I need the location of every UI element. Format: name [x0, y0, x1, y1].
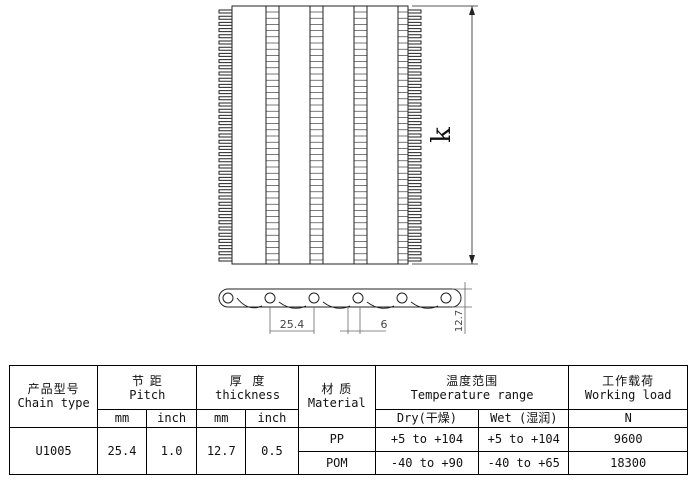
pitch-mm-unit: mm [97, 409, 147, 428]
thickness-header: 厚 度 thickness [196, 364, 299, 411]
wet-subheader: Wet (湿润) [478, 409, 570, 428]
temperature-header: 温度范围 Temperature range [374, 364, 570, 411]
pom-working-load: 18300 [568, 450, 688, 476]
chain-side-view [218, 288, 462, 309]
pitch-dim-label: 25.4 [280, 318, 305, 331]
gap-dimension [340, 307, 386, 334]
pom-wet-range: -40 to +65 [478, 450, 570, 476]
chain-type-value: U1005 [8, 426, 99, 476]
thickness-dim-label: 12.7 [454, 310, 465, 332]
pitch-dimension [269, 307, 315, 334]
pitch-inch-unit: inch [145, 409, 198, 428]
thickness-mm-unit: mm [196, 409, 247, 428]
k-label: k [427, 127, 457, 143]
load-unit: N [568, 409, 688, 428]
belt-top-view [218, 5, 422, 265]
rib-hatching [266, 11, 408, 261]
pp-working-load: 9600 [568, 426, 688, 452]
chain-type-header: 产品型号 Chain type [8, 365, 99, 428]
left-edge-teeth [218, 9, 232, 262]
thickness-inch-unit: inch [245, 409, 299, 428]
material-header: 材 质 Material [297, 365, 376, 428]
thickness-inch-value: 0.5 [245, 426, 299, 476]
pitch-mm-value: 25.4 [97, 426, 147, 476]
working-load-header: 工作载荷 Working load [568, 364, 688, 411]
pitch-inch-value: 1.0 [145, 426, 198, 476]
material-pp: PP [297, 426, 376, 452]
right-edge-teeth [408, 9, 422, 262]
pom-dry-range: -40 to +90 [374, 450, 480, 476]
material-pom: POM [297, 450, 376, 476]
chain-technical-drawing: k 25.4 6 12.7 [218, 5, 478, 334]
thickness-mm-value: 12.7 [196, 426, 247, 476]
thickness-dimension [452, 282, 472, 334]
gap-dim-label: 6 [381, 318, 388, 331]
pitch-header: 节 距 Pitch [97, 364, 198, 411]
pp-wet-range: +5 to +104 [478, 426, 570, 452]
spec-table: 产品型号 Chain type 节 距 Pitch 厚 度 thickness … [8, 364, 688, 476]
k-dimension [412, 5, 478, 265]
dry-subheader: Dry(干燥) [374, 409, 480, 428]
pp-dry-range: +5 to +104 [374, 426, 480, 452]
